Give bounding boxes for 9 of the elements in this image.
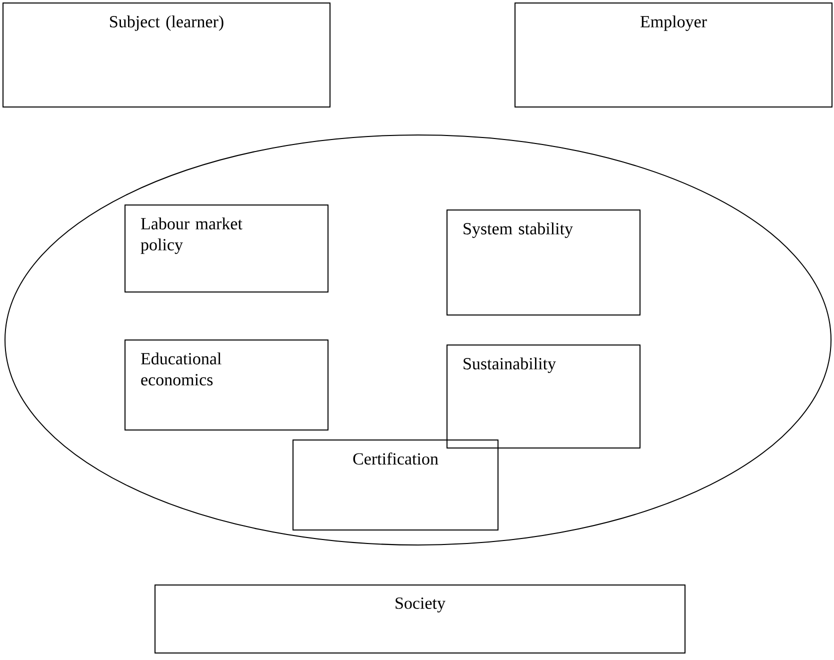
text-box: Employer — [514, 2, 832, 108]
text-box: Sustainability — [446, 344, 640, 448]
text-box: Educational economics — [124, 339, 328, 430]
text-box: Subject (learner) — [2, 2, 330, 108]
text-box: Certification — [292, 439, 498, 530]
text-box: Labour market policy — [124, 204, 328, 292]
text-box: Society — [154, 584, 686, 654]
ellipse-shape — [4, 134, 832, 546]
text-box: System stability — [446, 210, 640, 316]
